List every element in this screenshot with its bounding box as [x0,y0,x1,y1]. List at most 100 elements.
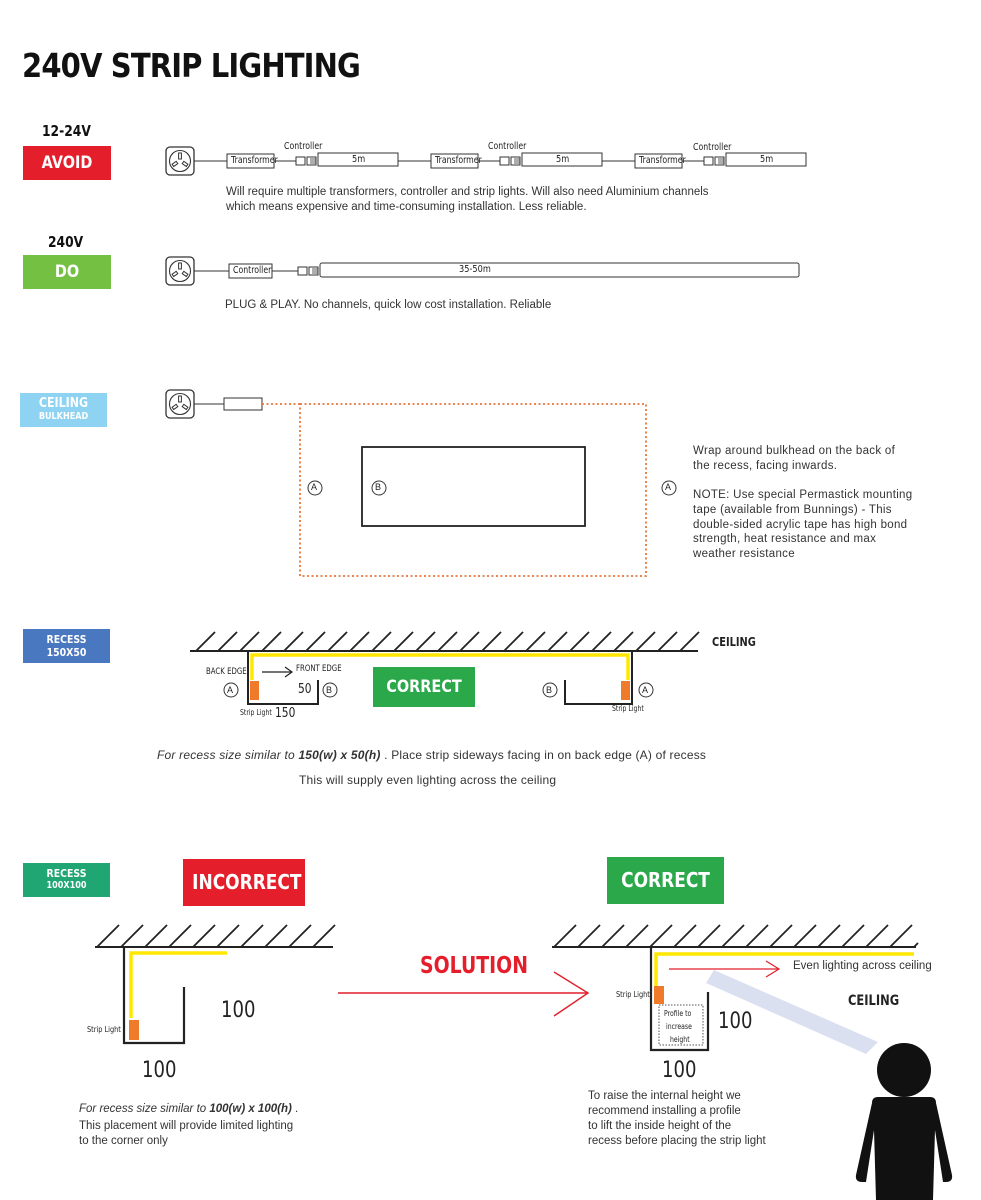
bulkhead-note-line4: tape (available from Bunnings) - This [693,504,892,516]
badge-line1: CEILING [38,396,89,411]
ceiling-label: CEILING [848,993,900,1009]
controller-box [223,397,263,411]
controller-label: Controller [693,142,732,153]
strip-light-label: Strip Light [612,704,644,713]
strip-light-marker [250,681,259,700]
incorrect-badge-label: INCORRECT [192,870,302,894]
dimension-100-width: 100 [142,1058,177,1083]
caption-post: . Place strip sideways facing in on back… [380,748,707,762]
correct-badge: CORRECT [607,857,724,904]
badge-line2: BULKHEAD [38,411,89,422]
incorrect-badge: INCORRECT [183,859,305,906]
even-lighting-label: Even lighting across ceiling [793,960,932,972]
bulkhead-diagram [165,389,677,577]
strip-5m [317,152,399,167]
correct-badge-label: CORRECT [621,868,710,892]
bulkhead-note-line1: Wrap around bulkhead on the back of [693,445,896,457]
voltage-label-12-24v: 12-24V [42,122,91,140]
back-edge-label: BACK EDGE [206,667,247,677]
recess-100x100-badge: RECESS 100X100 [23,863,110,897]
correct-caption-line1: To raise the internal height we [588,1090,741,1102]
dimension-100-width: 100 [662,1058,697,1083]
ceiling-hatch [195,631,700,652]
avoid-badge: AVOID [23,146,111,180]
person-icon [855,1043,953,1200]
do-wiring-diagram [165,256,800,286]
correct-badge: CORRECT [373,667,475,707]
profile-label-line2: increase [666,1022,692,1031]
controller-icon [295,156,317,166]
ceiling-label: CEILING [712,635,756,649]
marker-a: A [227,685,234,695]
controller-label: Controller [284,141,323,152]
controller-icon [499,156,521,166]
voltage-label-240v: 240V [48,233,84,251]
strip-light-label: Strip Light [87,1025,121,1034]
caption-bold: 100(w) x 100(h) [209,1103,292,1115]
strip-5m [725,152,807,167]
bulkhead-note-line3: NOTE: Use special Permastick mounting [693,489,913,501]
power-outlet-icon [165,146,195,176]
strip-length-label: 5m [760,154,774,165]
transformer-label: Transformer [231,155,278,166]
ceiling-bulkhead-badge: CEILING BULKHEAD [20,393,107,427]
badge-line1: RECESS [46,633,87,646]
correct-caption-line2: recommend installing a profile [588,1105,741,1117]
dimension-100-height: 100 [221,998,256,1023]
solution-arrow [338,971,590,1017]
badge-line2: 150X50 [46,646,87,659]
marker-a: A [642,685,649,695]
do-badge-label: DO [54,262,80,282]
marker-b: B [375,482,382,492]
correct-caption-line4: recess before placing the strip light [588,1135,766,1147]
caption-bold: 150(w) x 50(h) [298,748,381,762]
recess-150-caption-line2: This will supply even lighting across th… [299,773,557,787]
caption-pre: For recess size similar to [79,1103,210,1115]
marker-a: A [311,482,318,492]
transformer-label: Transformer [435,155,482,166]
avoid-wiring-diagram [165,146,807,176]
strip-light-marker [621,681,630,700]
badge-line1: RECESS [46,867,87,880]
dimension-150: 150 [275,706,296,721]
recess-150x50-badge: RECESS 150X50 [23,629,110,663]
strip-35-50m [319,262,800,278]
controller-icon [297,266,319,276]
correct-badge-label: CORRECT [386,677,462,697]
bulkhead-recess [361,446,586,527]
bulkhead-strip-path [299,403,647,577]
caption-pre: For recess size similar to [157,748,299,762]
correct-caption-line3: to lift the inside height of the [588,1120,732,1132]
ceiling-hatch [96,924,336,948]
strip-length-label: 5m [352,154,366,165]
ceiling-hatch [553,924,919,948]
bulkhead-note-line7: weather resistance [693,548,795,560]
avoid-note-line1: Will require multiple transformers, cont… [226,186,709,198]
caption-post: . [291,1103,299,1115]
strip-5m [521,152,603,167]
marker-b: B [546,685,553,695]
front-edge-label: FRONT EDGE [296,664,342,674]
dimension-100-height: 100 [718,1009,753,1034]
transformer-label: Transformer [639,155,686,166]
marker-a: A [665,482,672,492]
profile-label-line1: Profile to [664,1009,692,1018]
strip-light-label: Strip Light [616,990,650,999]
bulkhead-note-line5: double-sided acrylic tape has high bond [693,519,908,531]
recess-150-caption: For recess size similar to 150(w) x 50(h… [157,748,706,762]
controller-icon [703,156,725,166]
recess-100x100-correct-diagram [552,924,953,1200]
incorrect-caption-line1: For recess size similar to 100(w) x 100(… [79,1103,298,1115]
controller-label: Controller [233,265,272,276]
bulkhead-note-line6: strength, heat resistance and max [693,533,877,545]
incorrect-caption-line3: to the corner only [79,1135,168,1147]
solution-label: SOLUTION [420,953,528,979]
strip-light-marker [129,1020,139,1040]
recess-100x100-incorrect-diagram [95,924,336,1045]
incorrect-caption-line2: This placement will provide limited ligh… [79,1120,294,1132]
strip-length-label: 35-50m [459,264,491,275]
strip-light-label: Strip Light [240,708,272,717]
power-outlet-icon [165,389,195,419]
controller-label: Controller [488,141,527,152]
